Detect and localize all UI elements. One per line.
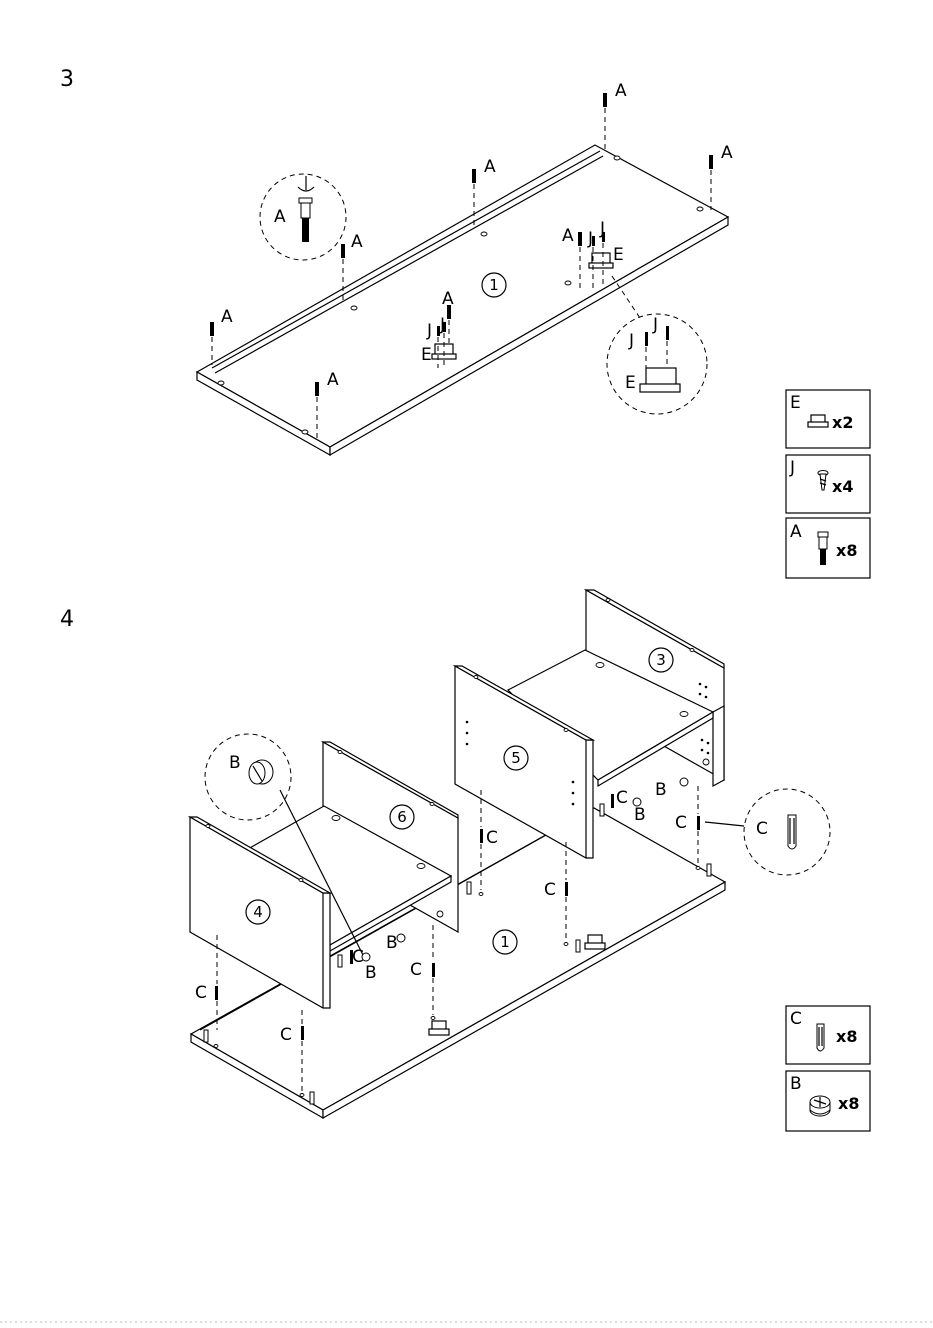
svg-text:4: 4 [253,903,263,921]
svg-text:x8: x8 [836,1027,857,1046]
label-c: C [544,880,556,900]
label-a: A [221,307,233,327]
label-c: C [675,813,687,833]
label-b: B [634,805,646,825]
parts-box-j: J x4 [786,455,870,513]
label-b: B [655,780,667,800]
label-a: A [615,81,627,101]
detail-bolt-insertion: A [260,174,346,260]
svg-text:x2: x2 [832,413,853,432]
label-b: B [386,933,398,953]
parts-box-b: B x8 [786,1071,870,1131]
panel-callout-1-step4: 1 [493,930,517,954]
cam-bolt-icon [818,532,828,565]
label-j: J [599,219,605,239]
cam-lock-icon [810,1096,830,1116]
parts-box-c: C x8 [786,1006,870,1064]
label-b: B [365,963,377,983]
screw-icon [818,471,828,491]
parts-box-e: E x2 [786,390,870,448]
svg-text:1: 1 [489,276,499,294]
label-a: A [327,370,339,390]
step-3-number: 3 [60,67,74,92]
label-e: E [625,373,636,393]
label-c: C [280,1025,292,1045]
dowel-icon [817,1024,824,1051]
label-c: C [352,947,364,967]
svg-text:B: B [790,1074,802,1094]
step-3: 3 [60,67,870,578]
svg-text:6: 6 [397,808,407,826]
panel-1-board-step3 [197,145,728,455]
svg-text:J: J [789,458,795,478]
label-j: J [587,229,593,249]
label-a: A [721,143,733,163]
detail-dowel: C [705,789,830,875]
svg-text:x8: x8 [838,1094,859,1113]
svg-text:x8: x8 [836,541,857,560]
step-4-number: 4 [60,607,74,632]
panel-callout-1: 1 [482,273,506,297]
label-j: J [439,315,445,335]
label-a: A [484,157,496,177]
label-a: A [274,207,286,227]
label-j: J [426,321,432,341]
label-c: C [486,828,498,848]
svg-text:E: E [790,393,801,413]
svg-text:C: C [790,1009,802,1029]
label-c: C [410,960,422,980]
label-b: B [229,753,241,773]
label-e: E [613,245,624,265]
panel-callout-6: 6 [390,805,414,829]
label-c: C [195,983,207,1003]
label-j: J [652,315,658,335]
panel-callout-4: 4 [246,900,270,924]
panel-callout-5: 5 [504,746,528,770]
label-a: A [442,289,454,309]
label-j: J [628,331,634,351]
parts-list-step3: E x2 J x4 A [786,390,870,578]
label-a: A [351,232,363,252]
svg-text:1: 1 [500,933,510,951]
panel-callout-3: 3 [649,648,673,672]
parts-box-a: A x8 [786,518,870,578]
svg-text:A: A [790,522,802,542]
label-a: A [562,226,574,246]
svg-text:x4: x4 [832,477,853,496]
magnetic-catch-icon [808,415,828,427]
label-c: C [616,788,628,808]
parts-list-step4: C x8 B x8 [786,1006,870,1131]
label-c: C [756,819,768,839]
svg-text:5: 5 [511,749,521,767]
label-e: E [421,345,432,365]
svg-text:3: 3 [656,651,666,669]
step-4: 4 [60,590,870,1131]
detail-catch-install: J J E [607,276,707,414]
